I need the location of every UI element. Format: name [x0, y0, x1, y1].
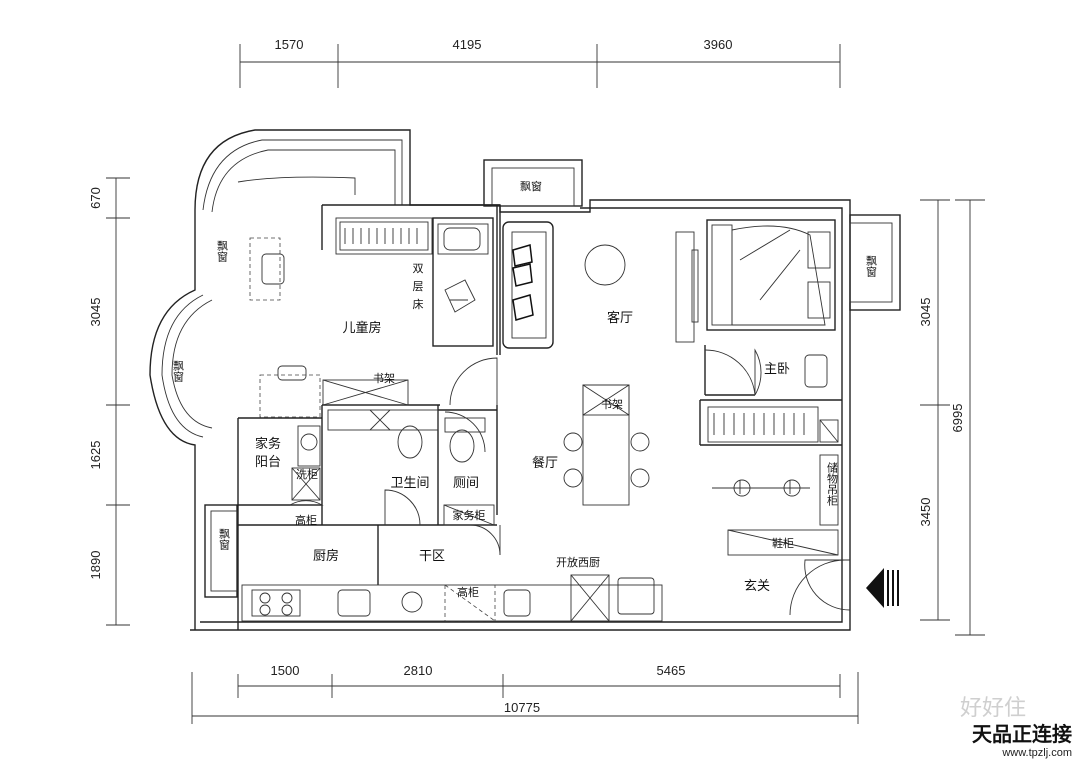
- dining-table: [563, 384, 650, 506]
- sofa: [502, 221, 554, 349]
- label-utility-2: 阳台: [255, 455, 281, 470]
- label-bunk-1: 双: [413, 262, 424, 275]
- label-living-room: 客厅: [607, 310, 633, 326]
- label-bay-window-kitchen: 飘窗: [218, 528, 231, 551]
- kids-bookshelf: [322, 379, 409, 406]
- label-master-bedroom: 主卧: [764, 362, 790, 377]
- top-dimensions: [239, 44, 841, 88]
- label-laundry-cab: 洗柜: [296, 468, 318, 481]
- bay-window-labels: 飘窗 飘窗 飘窗 飘窗 飘窗: [172, 179, 878, 551]
- kids-desk: [249, 237, 321, 418]
- label-kids-room: 儿童房: [342, 320, 381, 336]
- label-bunk-2: 层: [413, 280, 424, 293]
- tv-cabinet: [675, 231, 699, 343]
- dim-bottom-2: 2810: [404, 663, 433, 678]
- watermark-faded: 好好住: [960, 696, 1027, 721]
- living-bay-window: [483, 159, 583, 207]
- label-entrance: 玄关: [744, 579, 770, 594]
- doors: [289, 348, 851, 616]
- label-bathroom: 卫生间: [390, 476, 429, 491]
- label-storage-cab: 储物吊柜: [826, 461, 839, 507]
- bunk-bed: [432, 217, 494, 347]
- dim-left-1: 670: [88, 187, 103, 209]
- label-dry-area: 干区: [419, 549, 445, 564]
- dim-bottom-3: 5465: [657, 663, 686, 678]
- watermark-title: 天品正连接: [972, 722, 1072, 746]
- coffee-table: [584, 244, 626, 286]
- kitchen-bay-window: [204, 504, 238, 598]
- dim-right-total: 6995: [950, 404, 965, 433]
- bottom-dimensions: [191, 672, 859, 724]
- watermark: 天品正连接 www.tpzlj.com: [972, 718, 1072, 759]
- label-bay-window-round: 飘窗: [172, 360, 185, 383]
- dim-left-2: 3045: [88, 298, 103, 327]
- dim-left-3: 1625: [88, 441, 103, 470]
- label-open-kitchen: 开放西厨: [556, 555, 600, 569]
- label-bookshelf-dining: 书架: [601, 398, 623, 411]
- kitchen-counter: [241, 574, 663, 622]
- interior-walls: [237, 204, 842, 630]
- dim-bottom-total: 10775: [504, 700, 540, 715]
- dim-top-1: 1570: [275, 37, 304, 52]
- label-high-cab-dry: 高柜: [457, 585, 479, 599]
- bicycle: [712, 454, 839, 526]
- master-bay-window: [849, 214, 901, 311]
- entrance-arrow-icon: [866, 568, 899, 608]
- bathroom-fixtures: [291, 409, 495, 526]
- dim-right-1: 3045: [918, 298, 933, 327]
- label-bunk-3: 床: [413, 297, 424, 311]
- label-bay-window-living: 飘窗: [520, 179, 542, 193]
- shoe-cabinet: [727, 529, 839, 556]
- watermark-url: www.tpzlj.com: [1002, 747, 1072, 759]
- label-dining-room: 餐厅: [532, 455, 558, 471]
- kids-wardrobe: [335, 217, 433, 255]
- label-linen-cab: 家务柜: [453, 508, 486, 522]
- label-bookshelf: 书架: [373, 372, 395, 385]
- dim-right-2: 3450: [918, 498, 933, 527]
- dim-bottom-1: 1500: [271, 663, 300, 678]
- label-kitchen: 厨房: [313, 548, 339, 564]
- dim-top-3: 3960: [704, 37, 733, 52]
- master-wardrobe: [707, 406, 839, 443]
- right-dimensions: [920, 199, 985, 636]
- dim-top-2: 4195: [453, 37, 482, 52]
- dim-left-4: 1890: [88, 551, 103, 580]
- label-bay-window-kids: 飘窗: [216, 240, 229, 263]
- label-utility-1: 家务: [255, 436, 281, 452]
- left-dimensions: [106, 177, 130, 626]
- master-bed: [706, 219, 836, 388]
- label-high-cab-kitchen: 高柜: [295, 513, 317, 527]
- label-shoe-cab: 鞋柜: [772, 536, 794, 550]
- label-toilet: 厕间: [453, 476, 479, 491]
- exterior-walls: [149, 129, 851, 631]
- label-bay-window-master: 飘窗: [865, 255, 878, 278]
